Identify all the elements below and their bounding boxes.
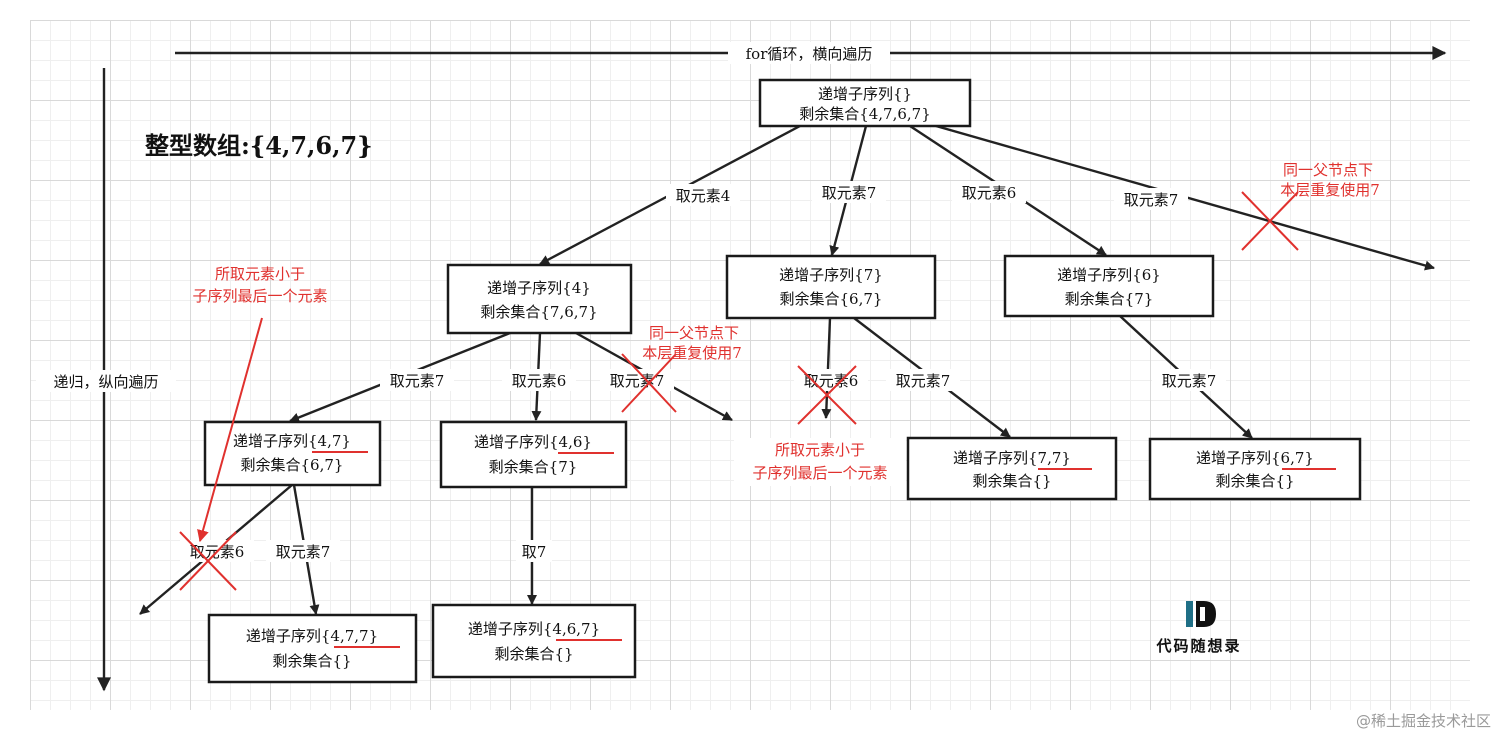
node-n4: 递增子序列{4} 剩余集合{7,6,7} [446, 263, 633, 335]
annotation-dup-top: 同一父节点下 本层重复使用7 [1280, 161, 1380, 199]
brand-logo-text: 代码随想录 [1155, 637, 1241, 655]
annotation-less-mid-line1: 所取元素小于 [775, 441, 865, 459]
node-n47: 递增子序列{4,7} 剩余集合{6,7} [203, 420, 382, 487]
horizontal-axis-label: for循环，横向遍历 [746, 45, 873, 63]
annotation-dup-top-line2: 本层重复使用7 [1280, 181, 1380, 199]
node-root-subsequence: 递增子序列{} [818, 85, 912, 103]
node-root: 递增子序列{} 剩余集合{4,7,6,7} [758, 78, 972, 128]
prune-cross-n7-x6 [797, 365, 857, 425]
edge-label-root-n7: 取元素7 [822, 184, 877, 202]
edge-labels: 取元素4 取元素7 取元素6 取元素7 取元素7 取元素6 取元素7 取元素6 … [180, 181, 1226, 562]
node-n77-subsequence: 递增子序列{7,7} [953, 449, 1071, 467]
annotation-dup-mid-line1: 同一父节点下 [649, 324, 739, 342]
node-n46-subsequence: 递增子序列{4,6} [474, 433, 592, 451]
edge-label-n7-n77: 取元素7 [896, 372, 951, 390]
node-n77-remaining: 剩余集合{} [972, 472, 1051, 490]
annotation-less-left-line1: 所取元素小于 [215, 265, 305, 283]
vertical-axis: 递归，纵向遍历 [36, 68, 176, 692]
horizontal-axis: for循环，横向遍历 [175, 42, 1447, 64]
node-n67: 递增子序列{6,7} 剩余集合{} [1148, 437, 1362, 501]
annotation-less-mid-line2: 子序列最后一个元素 [752, 464, 887, 482]
edge-label-n6-n67: 取元素7 [1162, 372, 1217, 390]
edge-label-root-dup: 取元素7 [1124, 191, 1179, 209]
diagram-title: 整型数组:{4,7,6,7} [145, 131, 373, 160]
vertical-axis-label: 递归，纵向遍历 [53, 373, 158, 391]
annotation-less-left-line2: 子序列最后一个元素 [192, 287, 327, 305]
edge-label-n47-n477: 取元素7 [276, 543, 331, 561]
node-n7-subsequence: 递增子序列{7} [779, 266, 883, 284]
edge-n7-x6 [821, 317, 832, 419]
node-n77: 递增子序列{7,7} 剩余集合{} [906, 436, 1118, 501]
watermark-text: @稀土掘金技术社区 [1356, 712, 1491, 730]
prune-cross-n4-dup [621, 353, 677, 413]
annotation-pointer-arrow [197, 317, 263, 543]
prune-marks [179, 191, 1299, 591]
node-n46: 递增子序列{4,6} 剩余集合{7} [439, 420, 628, 489]
node-n47-remaining: 剩余集合{6,7} [241, 456, 344, 474]
node-root-remaining: 剩余集合{4,7,6,7} [799, 105, 931, 123]
node-n4-subsequence: 递增子序列{4} [487, 279, 591, 297]
node-n6: 递增子序列{6} 剩余集合{7} [1003, 254, 1215, 318]
node-n7: 递增子序列{7} 剩余集合{6,7} [725, 254, 937, 320]
node-n67-remaining: 剩余集合{} [1215, 472, 1294, 490]
node-n47-subsequence: 递增子序列{4,7} [233, 432, 351, 450]
node-n467-subsequence: 递增子序列{4,6,7} [468, 620, 600, 638]
annotation-dup-mid: 同一父节点下 本层重复使用7 [642, 324, 742, 362]
edge-label-root-n4: 取元素4 [676, 187, 731, 205]
prune-cross-root-dup [1241, 191, 1299, 251]
annotation-dup-top-line1: 同一父节点下 [1283, 161, 1373, 179]
edge-label-n4-n46: 取元素6 [512, 372, 567, 390]
annotation-dup-mid-line2: 本层重复使用7 [642, 344, 742, 362]
node-n67-subsequence: 递增子序列{6,7} [1196, 449, 1314, 467]
annotation-less-left: 所取元素小于 子序列最后一个元素 [192, 265, 327, 305]
edge-label-root-n6: 取元素6 [962, 184, 1017, 202]
horizontal-axis-label-bg [728, 42, 890, 64]
node-n7-remaining: 剩余集合{6,7} [780, 290, 883, 308]
edge-label-n46-n467: 取7 [522, 543, 547, 561]
grid-background [30, 20, 1470, 710]
node-n6-remaining: 剩余集合{7} [1065, 290, 1154, 308]
node-n467: 递增子序列{4,6,7} 剩余集合{} [431, 603, 637, 679]
vertical-axis-label-bg [36, 370, 176, 392]
annotation-less-mid: 所取元素小于 子序列最后一个元素 [734, 438, 906, 486]
node-n477-remaining: 剩余集合{} [272, 652, 351, 670]
prune-cross-n47-x6 [179, 531, 237, 591]
edge-label-n4-n47: 取元素7 [390, 372, 445, 390]
brand-logo-mark [1186, 601, 1216, 627]
node-n46-remaining: 剩余集合{7} [489, 458, 578, 476]
node-n6-subsequence: 递增子序列{6} [1057, 266, 1161, 284]
node-n467-remaining: 剩余集合{} [494, 645, 573, 663]
brand-logo: 代码随想录 [1155, 601, 1241, 655]
node-n477-subsequence: 递增子序列{4,7,7} [246, 627, 378, 645]
node-n477: 递增子序列{4,7,7} 剩余集合{} [207, 613, 418, 684]
node-n4-remaining: 剩余集合{7,6,7} [480, 303, 597, 321]
